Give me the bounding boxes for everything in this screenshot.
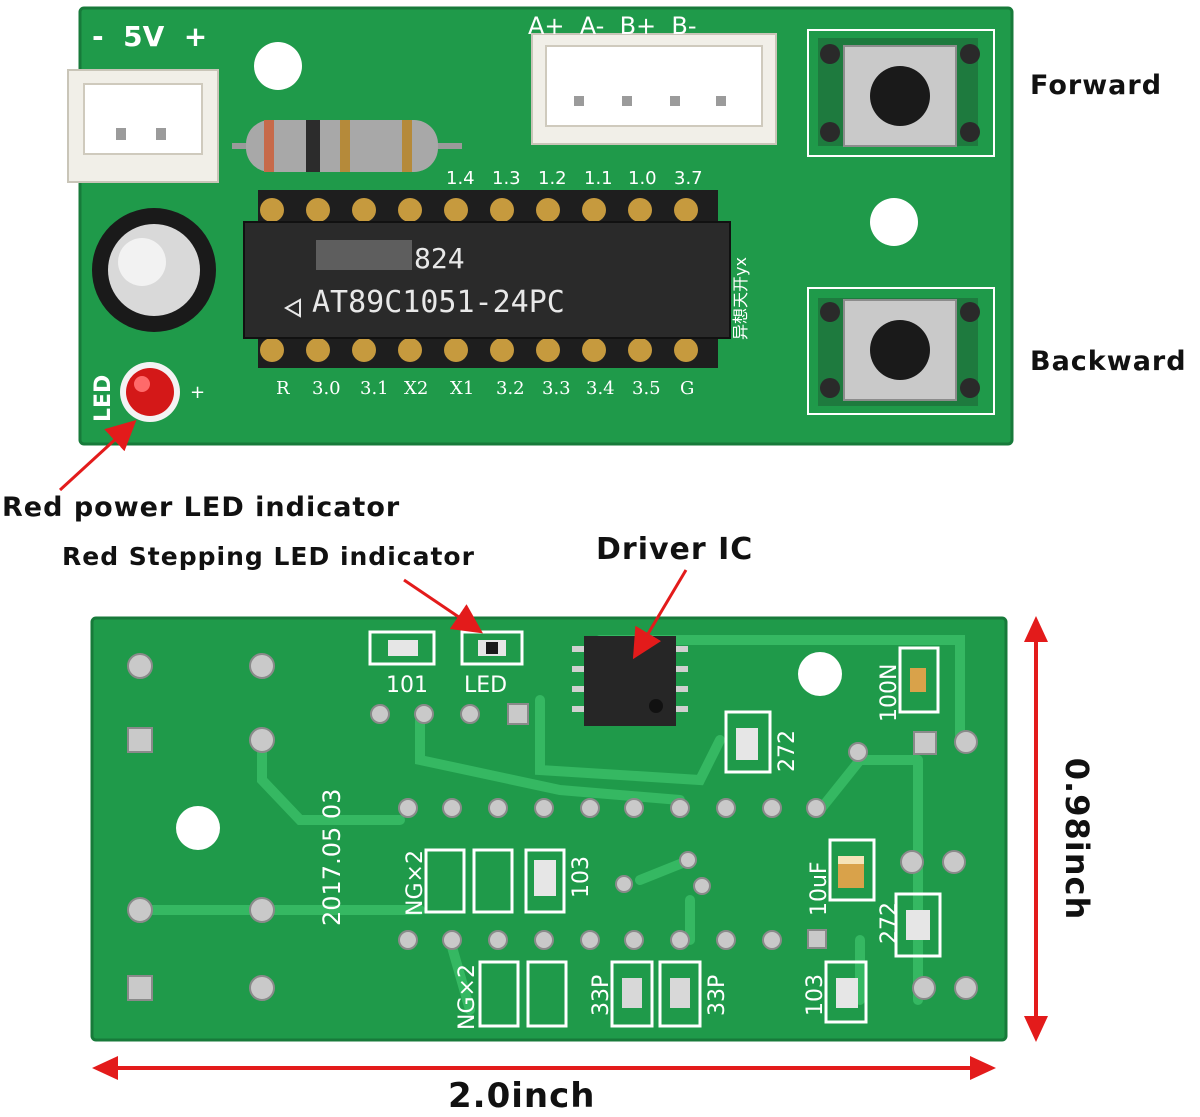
power-connector: [67, 69, 219, 183]
backward-label: Backward: [1030, 346, 1187, 377]
bottom-pcb-board: 101 LED 100N 272 2017.05 03 NG×2 103 10u…: [90, 616, 1008, 1042]
label-10uf: 10uF: [807, 861, 832, 916]
pin-label: X1: [450, 378, 474, 399]
driver-ic-arrow: [632, 569, 688, 660]
pin-label: R: [276, 378, 290, 399]
label-101: 101: [386, 673, 428, 698]
label-33p-right: 33P: [705, 975, 730, 1016]
stepping-led-arrow: [403, 578, 483, 634]
pin-label: 3.7: [674, 168, 703, 189]
pin-label: 3.2: [496, 378, 525, 399]
top-pcb-board: - 5V + A+ A- B+ B-: [67, 6, 1014, 446]
pin-label: 3.3: [542, 378, 571, 399]
pin-labels-top: 1.4 1.3 1.2 1.1 1.0 3.7: [446, 168, 703, 189]
width-dimension-label: 2.0inch: [448, 1076, 596, 1116]
red-stepping-led-label: Red Stepping LED indicator: [62, 542, 475, 571]
motor-header-connector: [531, 33, 777, 145]
smd-footprints: [368, 630, 942, 1028]
label-led: LED: [464, 673, 507, 698]
label-33p-left: 33P: [589, 975, 614, 1016]
label-100n: 100N: [877, 664, 902, 722]
chip-date-code: 824: [414, 242, 465, 275]
smd-parts: [388, 640, 930, 1008]
forward-label: Forward: [1030, 70, 1163, 101]
label-103-bottom: 103: [803, 974, 828, 1016]
pin-label: 3.4: [586, 378, 615, 399]
pin-label: G: [680, 378, 694, 399]
copper-traces: [135, 635, 965, 1015]
pin-label: 3.0: [312, 378, 341, 399]
dimension-arrows: [92, 616, 1048, 1080]
chip-part-number: AT89C1051-24PC: [312, 285, 565, 320]
pin-label: X2: [404, 378, 428, 399]
label-272-bottom: 272: [877, 902, 902, 944]
label-103-middle: 103: [569, 856, 594, 898]
motor-header-label: A+ A- B+ B-: [528, 12, 697, 40]
label-ngx2-top: NG×2: [403, 850, 428, 916]
power-led: [120, 362, 180, 422]
through-hole-pads: [127, 653, 978, 1001]
microcontroller-chip: 824 AT89C1051-24PC 异想天开yx: [243, 221, 750, 340]
pin-label: 3.1: [360, 378, 389, 399]
label-date: 2017.05 03: [318, 789, 346, 926]
power-label: - 5V +: [92, 20, 207, 53]
pin-label: 3.5: [632, 378, 661, 399]
height-dimension-label: 0.98inch: [1058, 757, 1097, 921]
pin-label: 1.3: [492, 168, 521, 189]
callout-arrows: [58, 419, 688, 660]
forward-push-button: [818, 38, 980, 147]
backward-push-button: [818, 298, 980, 406]
pin-label: 1.1: [584, 168, 613, 189]
pin-label: 1.0: [628, 168, 657, 189]
pin-label: 1.2: [538, 168, 567, 189]
red-power-led-label: Red power LED indicator: [2, 492, 401, 523]
pin-labels-bottom: R 3.0 3.1 X2 X1 3.2 3.3 3.4 3.5 G: [276, 378, 694, 399]
resistor: [232, 120, 462, 172]
pin-label: 1.4: [446, 168, 475, 189]
label-ngx2-bottom: NG×2: [455, 964, 480, 1030]
driver-ic-label: Driver IC: [596, 532, 754, 567]
led-plus-label: +: [190, 382, 205, 403]
power-led-arrow: [58, 419, 137, 492]
label-272-top: 272: [775, 730, 800, 772]
electrolytic-capacitor: [92, 208, 216, 332]
chip-side-label: 异想天开yx: [731, 257, 750, 340]
driver-ic-chip: [572, 636, 688, 726]
led-label-top: LED: [91, 375, 116, 422]
